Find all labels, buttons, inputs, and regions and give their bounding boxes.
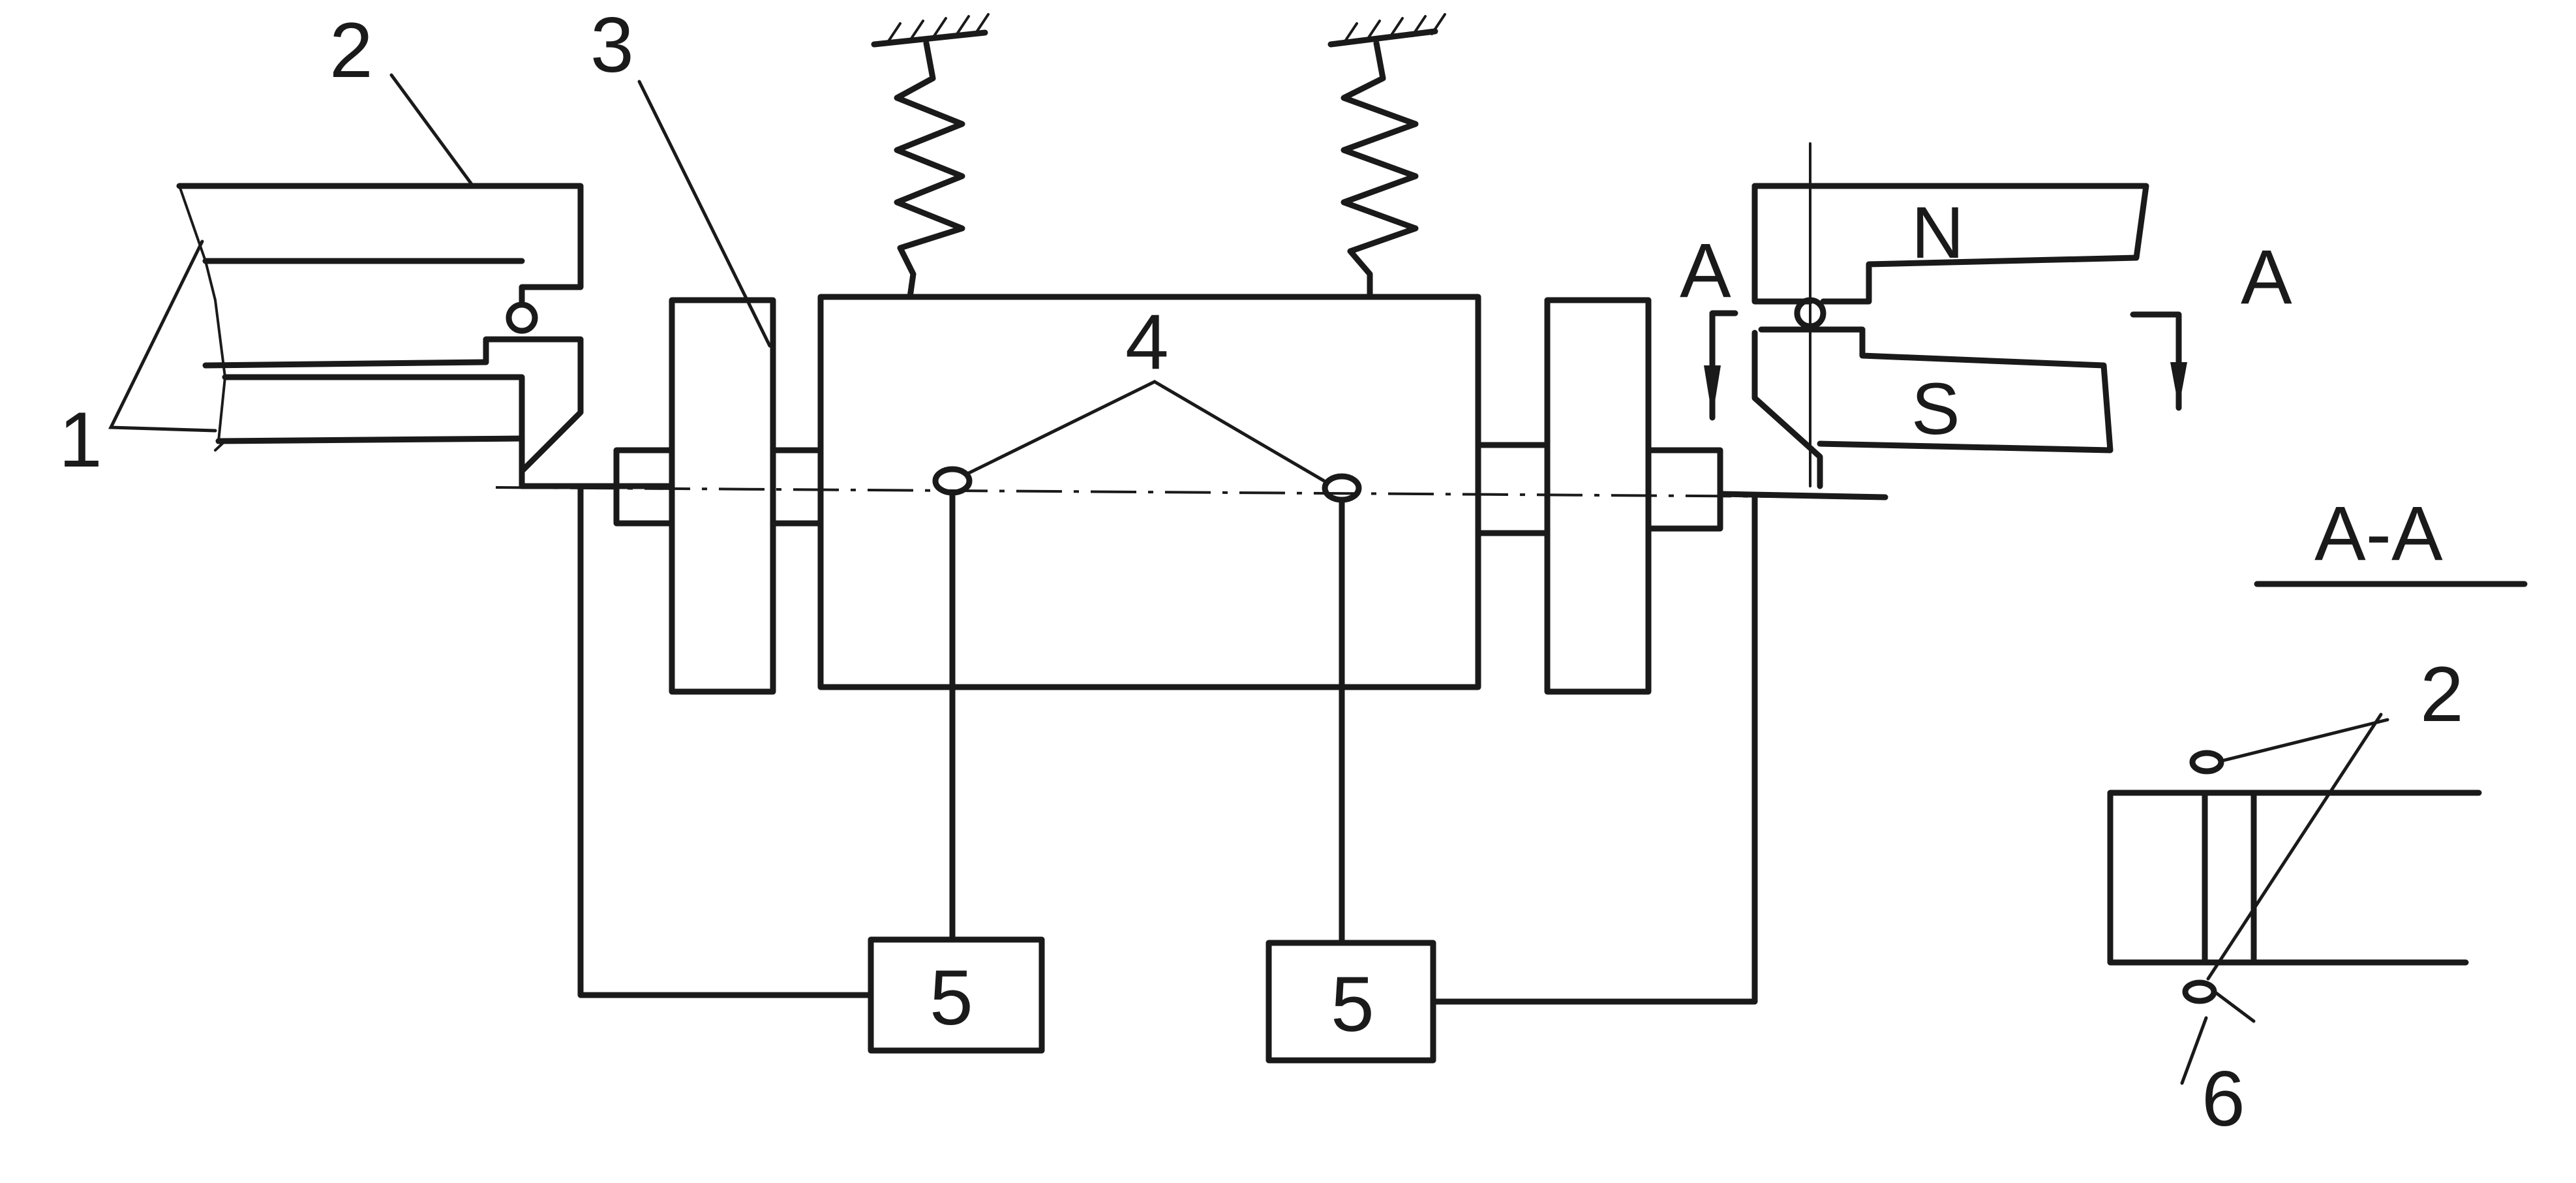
section-detail	[2107, 581, 2528, 1085]
section-marker-left: A	[1680, 228, 1731, 314]
leader-1	[108, 239, 217, 433]
label-5-left: 5	[930, 954, 973, 1041]
section-marker-right: A	[2241, 234, 2292, 320]
right-spring-assembly	[1327, 13, 1446, 297]
left-ground-hatch	[871, 13, 990, 48]
right-contact-ball	[1794, 297, 1826, 330]
section-arrow-right	[2130, 311, 2187, 411]
section-title: A-A	[2314, 491, 2443, 577]
section-arrow-left	[1704, 310, 1738, 421]
label-1: 1	[59, 396, 102, 484]
left-disc	[669, 297, 776, 695]
left-rail-assembly	[176, 183, 675, 489]
label-3: 3	[590, 1, 634, 89]
left-inner-hub	[770, 447, 824, 527]
right-ground-hatch	[1327, 13, 1446, 48]
label-2: 2	[329, 7, 373, 94]
left-spring-assembly	[871, 13, 990, 300]
right-inner-hub	[1475, 442, 1551, 536]
leader-2	[389, 73, 475, 188]
pivot-leader-4	[967, 380, 1329, 485]
left-pivot	[932, 466, 973, 496]
right-spring	[1341, 40, 1419, 297]
center-axis	[495, 486, 1879, 499]
label-4: 4	[1125, 298, 1169, 386]
pole-s: S	[1911, 368, 1960, 450]
left-loop-wire	[577, 483, 874, 998]
right-rail-assembly	[1717, 142, 2149, 500]
leader-3	[637, 80, 772, 348]
section-label-6: 6	[2202, 1055, 2245, 1143]
label-5-right: 5	[1331, 960, 1374, 1048]
section-label-2: 2	[2420, 651, 2464, 738]
left-contact-ball	[506, 301, 538, 334]
right-outer-hub	[1645, 447, 1723, 532]
right-loop-wire	[1430, 493, 1758, 1005]
right-pivot	[1322, 473, 1362, 503]
pole-n: N	[1911, 192, 1964, 273]
left-spring	[894, 40, 965, 300]
